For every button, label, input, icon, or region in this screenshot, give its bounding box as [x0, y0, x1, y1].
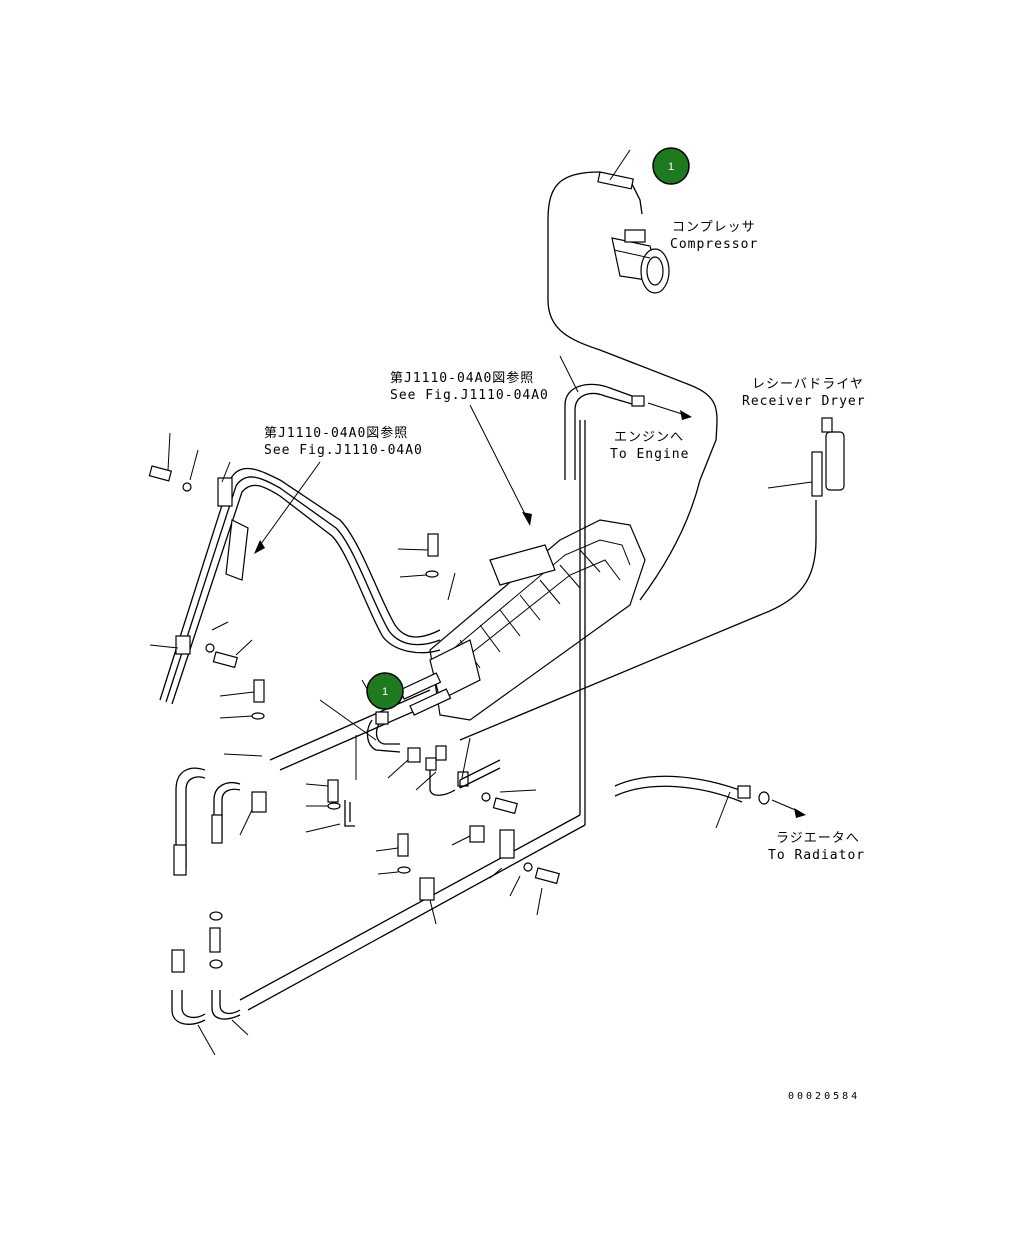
compressor-label-en: Compressor	[670, 237, 758, 252]
bottom-tube	[239, 420, 586, 1011]
engine-label-en: To Engine	[610, 447, 689, 462]
compressor-hose	[547, 149, 718, 601]
left-vertical-hoses	[171, 767, 249, 1056]
ref2-label-en: See Fig.J1110-04A0	[264, 443, 423, 458]
callout-number: 1	[382, 686, 388, 698]
compressor	[611, 229, 670, 294]
radiator-hose	[614, 775, 806, 829]
compressor-label-jp: コンプレッサ	[672, 220, 756, 235]
radiator-label-jp: ラジエータへ	[776, 831, 860, 846]
callout-badge-1[interactable]: 1	[652, 147, 690, 185]
callout-circle	[366, 672, 404, 710]
engine-label-jp: エンジンへ	[614, 430, 684, 445]
ref2-label-jp: 第J1110-04A0図参照	[264, 425, 408, 441]
cable-chain	[429, 519, 646, 721]
ref-label-jp: 第J1110-04A0図参照	[390, 370, 534, 386]
callout-number: 1	[668, 161, 674, 173]
ref-label-en: See Fig.J1110-04A0	[390, 388, 549, 403]
callout-badge-2[interactable]: 1	[366, 672, 404, 710]
callout-circle	[652, 147, 690, 185]
center-fittings	[344, 672, 501, 827]
receiver-label-en: Receiver Dryer	[742, 394, 866, 409]
leader-lines	[149, 432, 543, 925]
engine-hose	[559, 355, 692, 480]
receiver-label-jp: レシーバドライヤ	[752, 377, 864, 392]
radiator-label-en: To Radiator	[768, 848, 865, 863]
left-tube-bundle	[159, 467, 441, 705]
receiver-dryer	[459, 417, 845, 741]
reference-arrows	[254, 404, 532, 554]
document-number: 00020584	[788, 1091, 860, 1102]
